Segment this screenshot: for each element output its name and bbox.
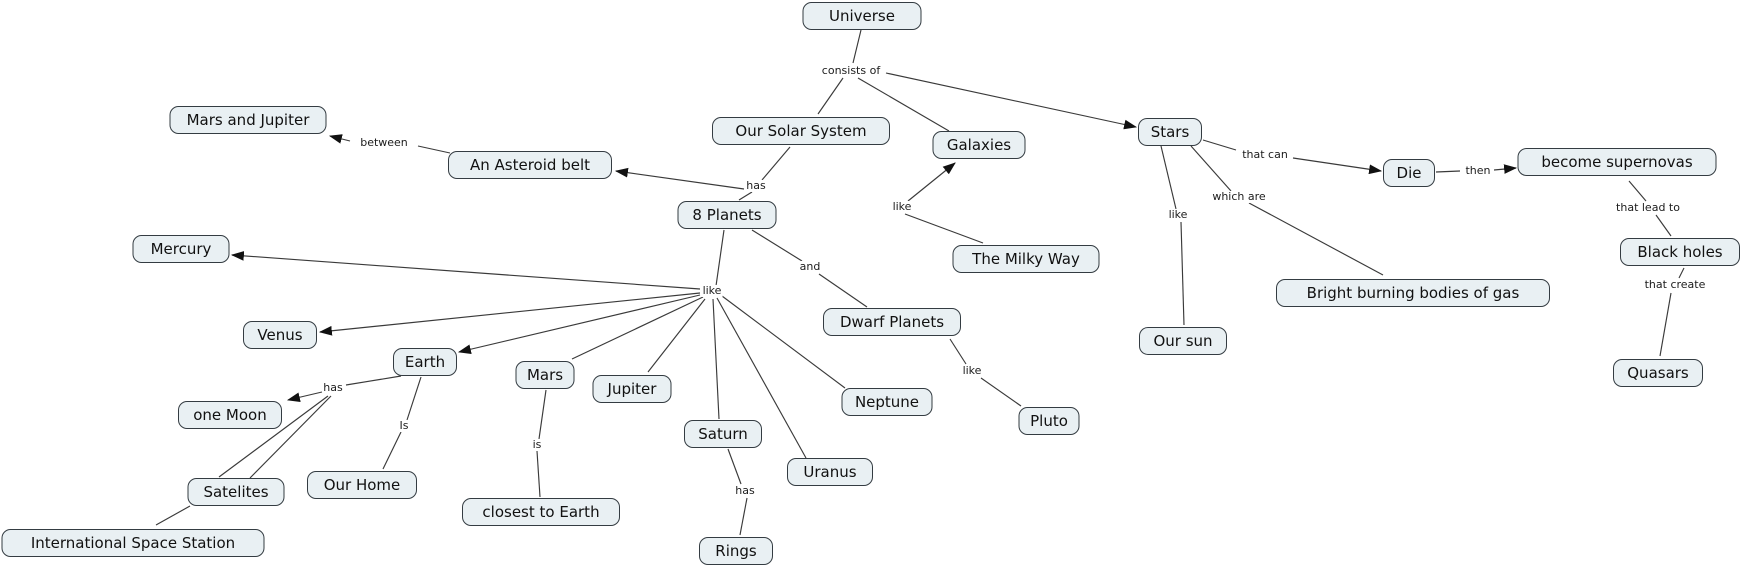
concept-node-uranus[interactable]: Uranus <box>787 458 873 486</box>
link-line-arrow <box>907 162 956 202</box>
link-line <box>1180 221 1185 326</box>
link-line <box>538 389 547 440</box>
concept-node-earth[interactable]: Earth <box>393 348 457 376</box>
link-label-like-dwarf[interactable]: like <box>961 363 983 378</box>
link-label-like-stars[interactable]: like <box>1167 207 1189 222</box>
link-line-arrow <box>230 251 701 290</box>
link-label-has-earth[interactable]: has <box>322 380 344 395</box>
link-line-arrow <box>318 292 701 336</box>
link-label-has-saturn[interactable]: has <box>734 483 756 498</box>
link-line <box>1190 145 1232 192</box>
link-line-arrow <box>1292 157 1383 175</box>
concept-node-venus[interactable]: Venus <box>243 321 317 349</box>
concept-node-pluto[interactable]: Pluto <box>1018 407 1080 435</box>
concept-node-neptune[interactable]: Neptune <box>841 388 933 416</box>
concept-node-our-solar-system[interactable]: Our Solar System <box>712 117 890 145</box>
link-line <box>715 229 725 287</box>
link-line-arrow <box>457 294 701 355</box>
concept-node-bright-bodies[interactable]: Bright burning bodies of gas <box>1276 279 1550 307</box>
concept-node-one-moon[interactable]: one Moon <box>178 401 282 429</box>
link-label-which-are[interactable]: which are <box>1211 189 1267 204</box>
concept-node-saturn[interactable]: Saturn <box>684 420 762 448</box>
link-line <box>249 395 332 479</box>
link-label-that-can[interactable]: that can <box>1241 147 1289 162</box>
link-label-has-oss[interactable]: has <box>745 178 767 193</box>
concept-node-black-holes[interactable]: Black holes <box>1620 238 1740 266</box>
link-line <box>751 229 803 262</box>
link-line <box>1202 139 1237 151</box>
concept-node-our-home[interactable]: Our Home <box>307 471 417 499</box>
link-line <box>1659 292 1672 357</box>
link-line <box>727 448 742 485</box>
link-line <box>817 77 844 115</box>
link-line <box>536 450 541 498</box>
link-line <box>571 296 704 360</box>
link-line <box>1160 145 1177 210</box>
link-line <box>716 297 807 459</box>
concept-node-eight-planets[interactable]: 8 Planets <box>677 201 777 229</box>
concept-node-closest-to-earth[interactable]: closest to Earth <box>462 498 620 526</box>
link-line <box>647 298 706 373</box>
concept-node-mars[interactable]: Mars <box>515 361 575 389</box>
link-line <box>738 191 753 201</box>
link-line <box>1248 202 1384 276</box>
link-line <box>417 145 451 154</box>
link-line <box>721 295 846 389</box>
link-line <box>761 146 791 181</box>
link-line <box>980 377 1022 407</box>
link-line-arrow <box>614 167 745 190</box>
concept-node-quasars[interactable]: Quasars <box>1613 359 1703 387</box>
concept-node-rings[interactable]: Rings <box>699 537 773 565</box>
link-line <box>1655 214 1672 237</box>
concept-node-stars[interactable]: Stars <box>1138 118 1202 146</box>
concept-node-the-milky-way[interactable]: The Milky Way <box>952 245 1100 273</box>
link-line <box>345 375 402 386</box>
link-label-is-earth[interactable]: Is <box>398 418 410 433</box>
link-line <box>712 298 720 420</box>
link-label-then[interactable]: then <box>1464 163 1492 178</box>
link-label-like-galaxies[interactable]: like <box>891 199 913 214</box>
link-line <box>857 77 950 132</box>
link-label-consists-of[interactable]: consists of <box>820 63 882 78</box>
concept-node-jupiter[interactable]: Jupiter <box>592 375 672 403</box>
concept-node-mercury[interactable]: Mercury <box>132 235 230 263</box>
concept-node-our-sun[interactable]: Our sun <box>1139 327 1227 355</box>
link-label-between[interactable]: between <box>359 135 409 150</box>
link-line <box>949 338 967 365</box>
link-line <box>852 29 862 64</box>
link-line-arrow <box>1493 164 1518 174</box>
link-label-and[interactable]: and <box>798 259 822 274</box>
link-line <box>1435 170 1461 173</box>
link-line <box>904 213 984 244</box>
link-line <box>382 431 402 470</box>
link-line-arrow <box>286 391 323 403</box>
link-line <box>1678 267 1685 279</box>
concept-node-satelites[interactable]: Satelites <box>187 478 285 506</box>
link-label-like-planets[interactable]: like <box>701 283 723 298</box>
link-line <box>406 376 422 421</box>
link-label-that-create[interactable]: that create <box>1643 277 1707 292</box>
concept-node-universe[interactable]: Universe <box>802 2 922 30</box>
concept-node-become-supernovas[interactable]: become supernovas <box>1517 148 1717 176</box>
concept-node-galaxies[interactable]: Galaxies <box>932 131 1026 159</box>
link-line <box>739 497 748 536</box>
link-label-is-mars[interactable]: is <box>531 437 543 452</box>
concept-node-dwarf-planets[interactable]: Dwarf Planets <box>823 308 961 336</box>
link-line <box>155 505 191 526</box>
link-line <box>818 273 868 308</box>
link-label-that-lead-to[interactable]: that lead to <box>1615 200 1681 215</box>
concept-node-mars-and-jupiter[interactable]: Mars and Jupiter <box>169 106 327 134</box>
link-line-arrow <box>328 134 351 144</box>
link-line <box>218 395 329 478</box>
concept-node-iss[interactable]: International Space Station <box>1 529 265 557</box>
concept-node-die[interactable]: Die <box>1383 159 1435 187</box>
concept-node-an-asteroid-belt[interactable]: An Asteroid belt <box>448 151 612 179</box>
link-line <box>1628 180 1647 202</box>
link-line-arrow <box>885 72 1138 130</box>
